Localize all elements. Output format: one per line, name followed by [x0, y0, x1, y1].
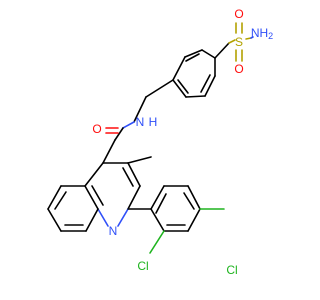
- background: [0, 0, 300, 300]
- chlorine-para-label: Cl: [226, 263, 237, 277]
- nh2-subscript: 2: [268, 31, 273, 41]
- amide-nitrogen-label: N: [136, 115, 145, 129]
- amide-hydrogen-label: H: [149, 115, 158, 129]
- quinoline-nitrogen-label: N: [109, 224, 118, 238]
- amide-linker: [102, 79, 174, 164]
- molecule-diagram: S O O NH2 O N H N Cl Cl: [0, 0, 300, 300]
- sulfonyl-oxygen-bottom-label: O: [234, 62, 243, 76]
- sulfonamide-group: [214, 22, 254, 62]
- sulfonamide-nitrogen-label: NH2: [251, 26, 273, 41]
- sulfur-label: S: [235, 35, 243, 49]
- quinoline-ring: [47, 162, 141, 232]
- nh-label: NH: [251, 26, 268, 40]
- amide-oxygen-label: O: [92, 122, 101, 136]
- chlorine-ortho-label: Cl: [137, 259, 148, 273]
- dichlorophenyl-ring: [127, 185, 225, 254]
- sulfonyl-oxygen-top-label: O: [234, 7, 243, 21]
- benzene-ring-sulfonamide: [172, 49, 216, 98]
- methyl-group: [127, 156, 152, 164]
